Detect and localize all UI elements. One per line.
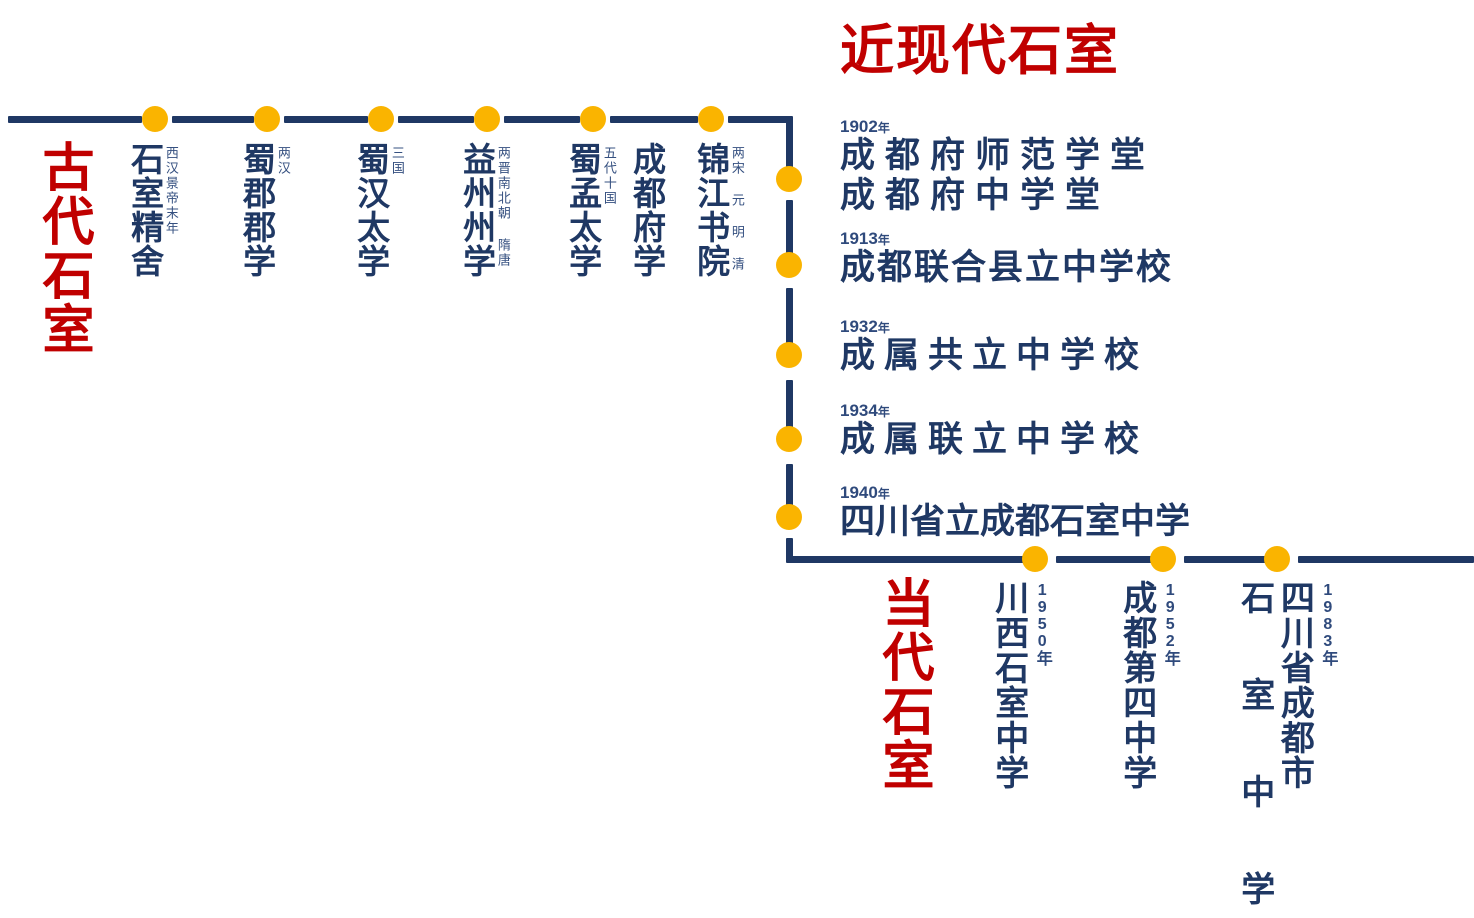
timeline-segment <box>284 116 368 123</box>
modern-entry-year: 1940年 <box>840 484 1190 501</box>
ancient-node-name: 蜀汉太学 <box>351 142 388 278</box>
ancient-node-name: 锦江书院 <box>691 142 728 278</box>
timeline-node-dot <box>776 342 802 368</box>
section-title-modern: 近现代石室 <box>840 21 1120 81</box>
ancient-node-3[interactable]: 蜀汉太学 三国 <box>352 142 405 278</box>
modern-entry-year-number: 1940 <box>840 483 878 502</box>
ancient-node-name: 蜀孟太学 <box>563 142 600 278</box>
modern-entry-1932[interactable]: 1932年 成属共立中学校 <box>840 318 1148 376</box>
timeline-node-dot <box>368 106 394 132</box>
timeline-node-dot <box>776 504 802 530</box>
modern-entry-1902[interactable]: 1902年 成都府师范学堂 成都府中学堂 <box>840 118 1155 216</box>
timeline-segment <box>786 556 1026 563</box>
timeline-segment <box>610 116 698 123</box>
timeline-diagram: 古代石室 近现代石室 当代石室 石室精舍 西汉景帝末年 蜀郡郡学 两汉 蜀汉太学… <box>8 21 1474 918</box>
ancient-node-6[interactable]: 成都府学 <box>628 142 665 278</box>
ancient-node-1[interactable]: 石室精舍 西汉景帝末年 <box>126 142 179 278</box>
ancient-node-5[interactable]: 蜀孟太学 五代十国 <box>564 142 617 278</box>
ancient-node-name: 石室精舍 <box>125 142 162 278</box>
modern-entry-year-suffix: 年 <box>877 233 890 247</box>
timeline-node-dot <box>1264 546 1290 572</box>
timeline-segment <box>8 116 142 123</box>
ancient-node-era: 两宋 元 明 清 <box>729 146 745 272</box>
timeline-node-dot <box>776 426 802 452</box>
modern-entry-year-number: 1902 <box>840 117 878 136</box>
contemporary-entry-name: 成都第四中学 <box>1117 580 1155 790</box>
timeline-node-dot <box>580 106 606 132</box>
ancient-node-4[interactable]: 益州州学 两晋南北朝 隋唐 <box>458 142 511 278</box>
contemporary-entry-name: 川西石室中学 <box>989 580 1027 790</box>
timeline-segment <box>786 538 793 562</box>
timeline-segment <box>786 288 793 346</box>
timeline-node-dot <box>776 252 802 278</box>
ancient-node-name: 蜀郡郡学 <box>237 142 274 278</box>
timeline-node-dot <box>1150 546 1176 572</box>
timeline-segment <box>786 380 793 430</box>
contemporary-entry-year: 1952年 <box>1161 582 1179 666</box>
ancient-node-era: 两汉 <box>275 146 291 176</box>
ancient-node-era: 三国 <box>389 146 405 176</box>
timeline-segment <box>1056 556 1154 563</box>
ancient-node-name: 益州州学 <box>457 142 494 278</box>
modern-entry-school: 成都联合县立中学校 <box>840 248 1174 287</box>
timeline-segment <box>398 116 474 123</box>
modern-entry-school: 成属共立中学校 <box>840 336 1149 375</box>
contemporary-entry-1952[interactable]: 成都第四中学 1952年 <box>1118 580 1182 790</box>
contemporary-entry-1950[interactable]: 川西石室中学 1950年 <box>990 580 1054 790</box>
timeline-segment <box>172 116 254 123</box>
modern-entry-school: 四川省立成都石室中学 <box>840 502 1191 541</box>
ancient-node-2[interactable]: 蜀郡郡学 两汉 <box>238 142 291 278</box>
modern-entry-1940[interactable]: 1940年 四川省立成都石室中学 <box>840 484 1190 542</box>
timeline-node-dot <box>254 106 280 132</box>
modern-entry-year: 1932年 <box>840 318 1148 335</box>
timeline-node-dot <box>698 106 724 132</box>
timeline-node-dot <box>474 106 500 132</box>
timeline-node-dot <box>776 166 802 192</box>
modern-entry-year-number: 1932 <box>840 317 878 336</box>
section-title-contemporary: 当代石室 <box>874 576 932 792</box>
timeline-segment <box>786 464 793 508</box>
ancient-node-name: 成都府学 <box>627 142 664 278</box>
contemporary-entry-name: 四川省成都市 <box>1275 580 1313 790</box>
contemporary-entry-name-line2: 石 室 中 学 <box>1235 580 1273 918</box>
modern-entry-year-suffix: 年 <box>877 321 890 335</box>
timeline-segment <box>1184 556 1268 563</box>
modern-entry-year: 1913年 <box>840 230 1173 247</box>
section-title-ancient: 古代石室 <box>34 140 92 356</box>
contemporary-entry-year: 1950年 <box>1033 582 1051 666</box>
modern-entry-year: 1934年 <box>840 402 1148 419</box>
ancient-node-era: 五代十国 <box>601 146 617 206</box>
timeline-node-dot <box>142 106 168 132</box>
timeline-segment <box>786 200 793 254</box>
modern-entry-year-suffix: 年 <box>877 405 890 419</box>
timeline-segment <box>728 116 790 123</box>
timeline-node-dot <box>1022 546 1048 572</box>
ancient-node-era: 西汉景帝末年 <box>163 146 179 236</box>
timeline-segment <box>1298 556 1474 563</box>
modern-entry-school: 成属联立中学校 <box>840 420 1149 459</box>
modern-entry-year-number: 1934 <box>840 401 878 420</box>
modern-entry-year: 1902年 <box>840 118 1155 135</box>
timeline-segment <box>504 116 580 123</box>
contemporary-entry-year: 1983年 <box>1319 582 1337 666</box>
ancient-node-7[interactable]: 锦江书院 两宋 元 明 清 <box>692 142 745 278</box>
timeline-segment <box>786 116 793 168</box>
modern-entry-year-number: 1913 <box>840 229 878 248</box>
contemporary-entry-1983[interactable]: 石 室 中 学 四川省成都市 1983年 <box>1236 580 1339 918</box>
modern-entry-school: 成都府中学堂 <box>840 175 1111 215</box>
modern-entry-1913[interactable]: 1913年 成都联合县立中学校 <box>840 230 1173 288</box>
modern-entry-school: 成都府师范学堂 <box>840 136 1156 175</box>
modern-entry-year-suffix: 年 <box>877 487 890 501</box>
modern-entry-year-suffix: 年 <box>877 121 890 135</box>
ancient-node-era: 两晋南北朝 隋唐 <box>495 146 511 268</box>
modern-entry-1934[interactable]: 1934年 成属联立中学校 <box>840 402 1148 460</box>
